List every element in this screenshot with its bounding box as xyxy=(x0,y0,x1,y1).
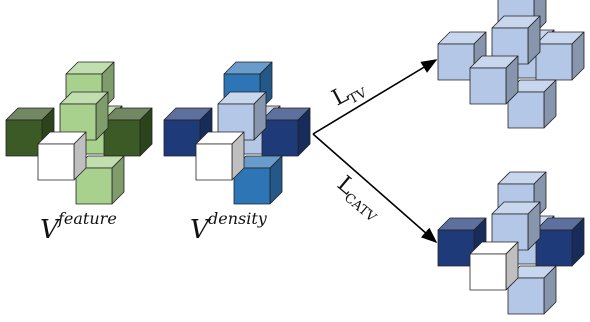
feature-left-cube-front-face xyxy=(5,119,43,157)
feature-right-cube xyxy=(103,107,153,157)
catv-left-cube-front-face xyxy=(437,229,475,267)
feature-voxel-group xyxy=(5,61,153,205)
tv-center-cube xyxy=(469,55,519,105)
feature-label-superscript: feature xyxy=(57,209,117,228)
feature-right-cube-front-face xyxy=(103,119,141,157)
density-right-cube xyxy=(261,107,311,157)
tv-result-voxel-group xyxy=(437,0,585,129)
density-voxel-group xyxy=(163,61,311,205)
density-bottom-cube-front-face xyxy=(233,167,271,205)
feature-center-cube-front-face xyxy=(37,143,75,181)
tv-center-cube-front-face xyxy=(469,67,507,105)
tv-right-cube-front-face xyxy=(535,43,573,81)
feature-label: V feature xyxy=(40,209,117,245)
catv-result-voxel-group xyxy=(437,171,585,315)
density-label-base: V xyxy=(190,215,211,245)
density-bottom-cube xyxy=(233,155,283,205)
density-upper-cube-front-face xyxy=(217,103,255,141)
tv-right-cube xyxy=(535,31,585,81)
feature-label-base: V xyxy=(40,215,61,245)
density-left-cube-front-face xyxy=(163,119,201,157)
tv-left-cube-front-face xyxy=(437,43,475,81)
feature-bottom-cube-front-face xyxy=(75,167,113,205)
tv-upper-cube xyxy=(491,15,541,65)
density-right-cube-front-face xyxy=(261,119,299,157)
catv-loss-subscript: CATV xyxy=(341,190,379,225)
tv-arrow xyxy=(312,59,438,135)
catv-right-cube-front-face xyxy=(535,229,573,267)
catv-upper-cube xyxy=(491,201,541,251)
catv-center-cube xyxy=(469,241,519,291)
catv-upper-cube-front-face xyxy=(491,213,529,251)
catv-right-cube xyxy=(535,217,585,267)
catv-center-cube-front-face xyxy=(469,253,507,291)
catv-bottom-cube-front-face xyxy=(507,277,545,315)
tv-loss-label: L TV xyxy=(328,82,370,111)
density-label: V density xyxy=(190,209,268,245)
feature-upper-cube-front-face xyxy=(59,103,97,141)
tv-bottom-cube xyxy=(507,79,557,129)
tv-upper-cube-front-face xyxy=(491,27,529,65)
feature-upper-cube xyxy=(59,91,109,141)
density-center-cube xyxy=(195,131,245,181)
density-upper-cube xyxy=(217,91,267,141)
density-center-cube-front-face xyxy=(195,143,233,181)
density-left-cube xyxy=(163,107,213,157)
catv-arrow xyxy=(312,133,438,244)
density-label-superscript: density xyxy=(208,209,268,228)
tv-bottom-cube-front-face xyxy=(507,91,545,129)
feature-center-cube xyxy=(37,131,87,181)
catv-loss-label: L CATV xyxy=(332,171,379,225)
feature-bottom-cube xyxy=(75,155,125,205)
